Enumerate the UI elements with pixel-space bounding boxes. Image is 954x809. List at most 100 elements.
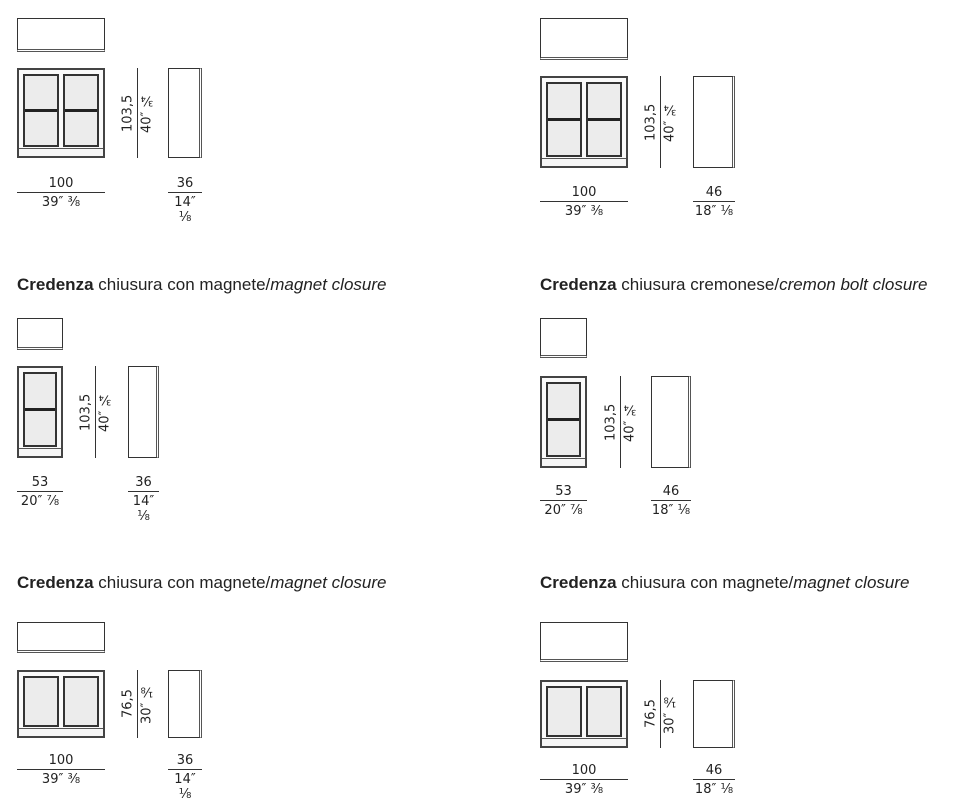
shelf <box>548 418 579 422</box>
dimension-line <box>168 769 202 770</box>
heading-bold: Credenza <box>17 573 94 592</box>
top-view <box>540 318 587 358</box>
front-view <box>540 376 587 468</box>
front-view <box>17 68 105 158</box>
dimension-line <box>17 491 63 492</box>
width-cm: 53 <box>31 475 49 490</box>
height-dimension-line <box>137 670 138 738</box>
width-in: 39″ ⅜ <box>41 195 81 210</box>
depth-dimension: 46 18″ ⅛ <box>693 185 735 219</box>
dimension-line <box>540 201 628 202</box>
depth-cm: 36 <box>176 753 194 768</box>
depth-in: 18″ ⅛ <box>651 503 691 518</box>
glass-door <box>63 676 99 727</box>
plinth <box>542 458 585 466</box>
doors <box>23 676 99 727</box>
plinth <box>19 728 103 736</box>
dimension-line <box>651 500 691 501</box>
heading-credenza-magnet-2: Credenza chiusura con magnete/magnet clo… <box>17 573 386 593</box>
width-cm: 100 <box>48 753 74 768</box>
doors <box>23 372 57 447</box>
top-view <box>17 18 105 52</box>
plinth <box>19 448 61 456</box>
side-view <box>168 68 202 158</box>
height-in: 40″ ¾ <box>139 92 155 134</box>
side-view <box>693 680 735 748</box>
depth-cm: 36 <box>135 475 152 490</box>
shelf <box>65 109 97 113</box>
heading-italic: magnet closure <box>793 573 910 592</box>
glass-door <box>23 372 57 447</box>
plinth <box>542 158 626 166</box>
dimension-line <box>168 192 202 193</box>
front-view <box>540 680 628 748</box>
heading-italic: cremon bolt closure <box>779 275 928 294</box>
front-view <box>17 366 63 458</box>
heading-bold: Credenza <box>17 275 94 294</box>
height-cm: 103,5 <box>603 403 619 441</box>
width-dimension: 53 20″ ⅞ <box>540 484 587 518</box>
width-in: 20″ ⅞ <box>20 494 60 509</box>
width-dimension: 100 39″ ⅜ <box>17 176 105 210</box>
height-in: 30″ ⅛ <box>662 693 678 735</box>
doors <box>546 686 622 737</box>
heading-text: chiusura con magnete/ <box>93 275 271 294</box>
height-in: 40″ ¾ <box>97 391 113 433</box>
top-view <box>17 622 105 653</box>
heading-bold: Credenza <box>540 573 617 592</box>
width-dimension: 100 39″ ⅜ <box>17 753 105 787</box>
height-in: 40″ ¾ <box>662 101 678 143</box>
dimension-line <box>540 779 628 780</box>
width-cm: 100 <box>48 176 74 191</box>
depth-cm: 46 <box>705 185 723 200</box>
width-in: 39″ ⅜ <box>41 772 81 787</box>
dimension-line <box>17 769 105 770</box>
glass-door <box>546 686 582 737</box>
height-cm: 103,5 <box>78 393 94 431</box>
depth-dimension: 36 14″ ⅛ <box>168 753 202 802</box>
depth-cm: 36 <box>176 176 194 191</box>
glass-door <box>23 74 59 147</box>
heading-italic: magnet closure <box>270 573 387 592</box>
glass-door <box>63 74 99 147</box>
depth-in: 14″ ⅛ <box>174 195 196 225</box>
plinth <box>542 738 626 746</box>
height-dimension-line <box>620 376 621 468</box>
depth-in: 14″ ⅛ <box>132 494 155 524</box>
side-view <box>168 670 202 738</box>
dimension-line <box>540 500 587 501</box>
width-in: 39″ ⅜ <box>564 204 604 219</box>
doors <box>23 74 99 147</box>
width-cm: 100 <box>571 763 597 778</box>
shelf <box>548 118 580 122</box>
height-cm: 103,5 <box>120 94 136 132</box>
depth-dimension: 46 18″ ⅛ <box>693 763 735 797</box>
depth-cm: 46 <box>662 484 680 499</box>
depth-in: 18″ ⅛ <box>694 204 734 219</box>
front-view <box>540 76 628 168</box>
top-view <box>17 318 63 350</box>
height-dimension-line <box>660 76 661 168</box>
side-view <box>693 76 735 168</box>
height-cm: 76,5 <box>120 689 136 719</box>
heading-credenza-cremon: Credenza chiusura cremonese/cremon bolt … <box>540 275 927 295</box>
height-dimension-line <box>137 68 138 158</box>
depth-in: 14″ ⅛ <box>174 772 196 802</box>
heading-italic: magnet closure <box>270 275 387 294</box>
height-in: 30″ ⅛ <box>139 683 155 725</box>
doors <box>546 382 581 457</box>
depth-in: 18″ ⅛ <box>694 782 734 797</box>
depth-cm: 46 <box>705 763 723 778</box>
plinth <box>19 148 103 156</box>
side-view <box>651 376 691 468</box>
width-in: 20″ ⅞ <box>544 503 583 518</box>
depth-dimension: 36 14″ ⅛ <box>168 176 202 225</box>
shelf <box>25 109 57 113</box>
width-cm: 53 <box>555 484 572 499</box>
doors <box>546 82 622 157</box>
shelf <box>25 408 55 412</box>
heading-credenza-magnet-1: Credenza chiusura con magnete/magnet clo… <box>17 275 386 295</box>
